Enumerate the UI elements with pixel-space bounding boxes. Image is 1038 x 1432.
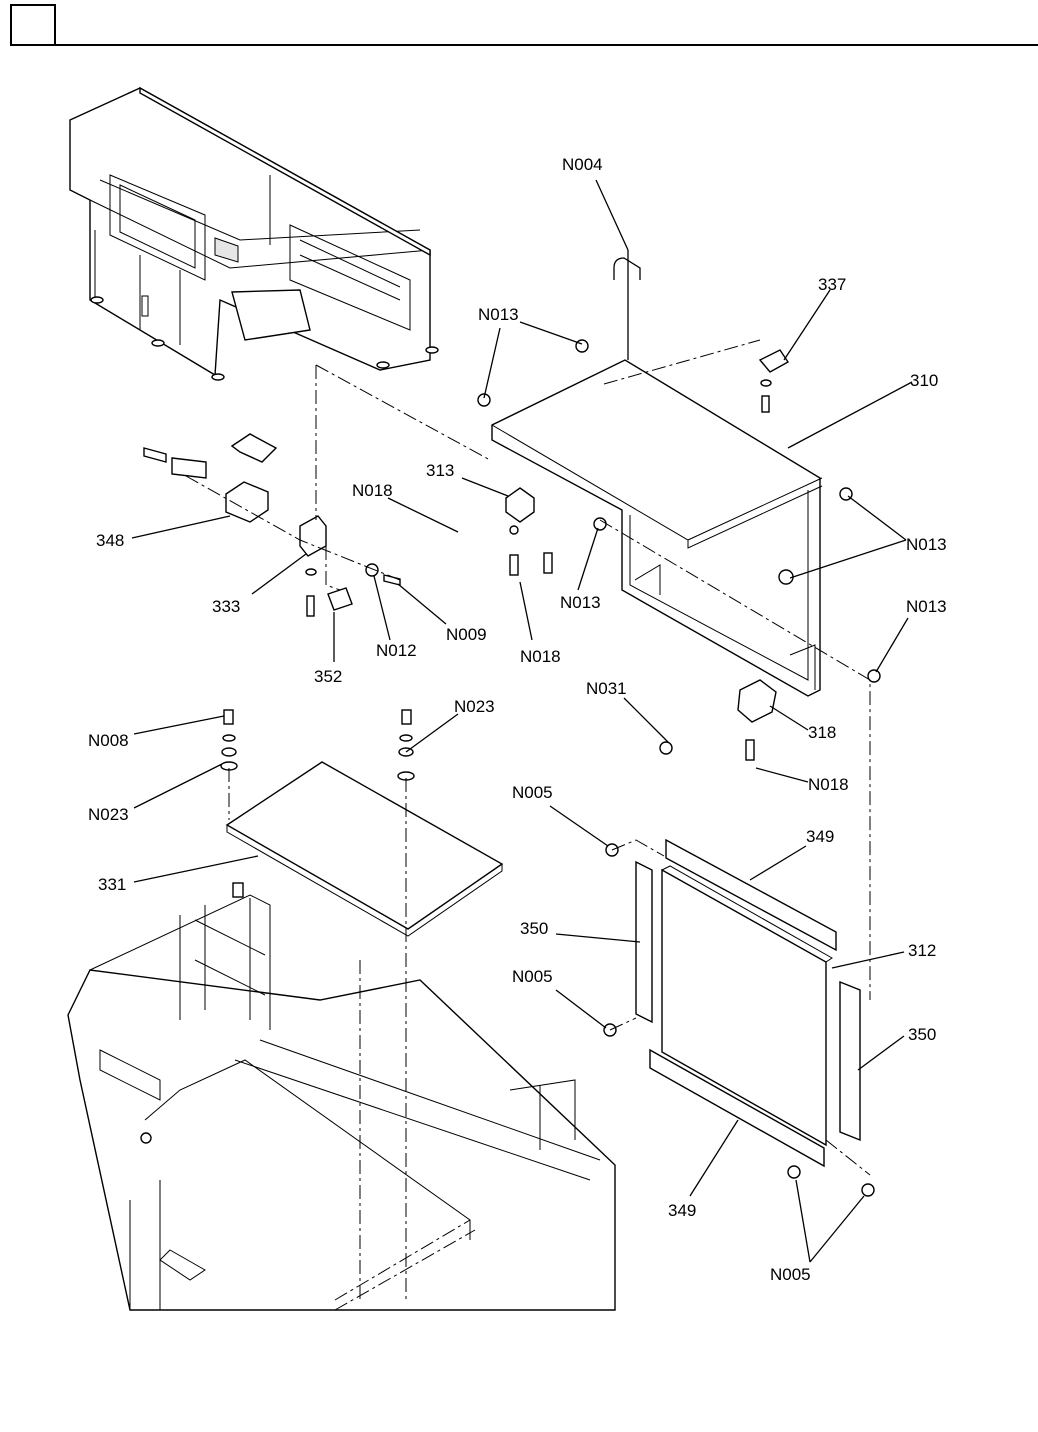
callout-n008: N008 (88, 731, 129, 750)
callout-n018-mid: N018 (520, 647, 561, 666)
callout-350-right: 350 (908, 1025, 936, 1044)
bracket-318 (660, 680, 776, 760)
callout-312: 312 (908, 941, 936, 960)
callout-349-bottom: 349 (668, 1201, 696, 1220)
callout-337: 337 (818, 275, 846, 294)
callout-313: 313 (426, 461, 454, 480)
callout-n009: N009 (446, 625, 487, 644)
handle-n004 (614, 258, 640, 280)
bracket-313 (506, 488, 552, 575)
enclosure-base-illustration (68, 883, 615, 1310)
callout-350-left: 350 (520, 919, 548, 938)
callout-n023-right: N023 (454, 697, 495, 716)
callout-333: 333 (212, 597, 240, 616)
callout-n018-right: N018 (808, 775, 849, 794)
callout-n013-mid: N013 (560, 593, 601, 612)
callout-n005-bottom: N005 (770, 1265, 811, 1284)
bracket-333 (300, 516, 326, 616)
callout-n004: N004 (562, 155, 603, 174)
base-plate-331 (227, 762, 502, 936)
frame-post-350-right (840, 982, 860, 1140)
callout-n031: N031 (586, 679, 627, 698)
clip-352 (328, 588, 352, 610)
callout-n005-top: N005 (512, 783, 553, 802)
callout-318: 318 (808, 723, 836, 742)
callout-n013-far: N013 (906, 597, 947, 616)
callout-n012: N012 (376, 641, 417, 660)
callout-331: 331 (98, 875, 126, 894)
callout-352: 352 (314, 667, 342, 686)
cover-348 (144, 434, 276, 522)
callout-n018-left: N018 (352, 481, 393, 500)
callout-349-top: 349 (806, 827, 834, 846)
callout-n005-mid: N005 (512, 967, 553, 986)
callout-310: 310 (910, 371, 938, 390)
callout-n013-top: N013 (478, 305, 519, 324)
machine-overview-illustration (70, 88, 438, 380)
callout-n023-left: N023 (88, 805, 129, 824)
side-panel-312 (662, 866, 832, 1145)
top-cover-310 (492, 360, 822, 696)
callout-348: 348 (96, 531, 124, 550)
callout-n013-right: N013 (906, 535, 947, 554)
